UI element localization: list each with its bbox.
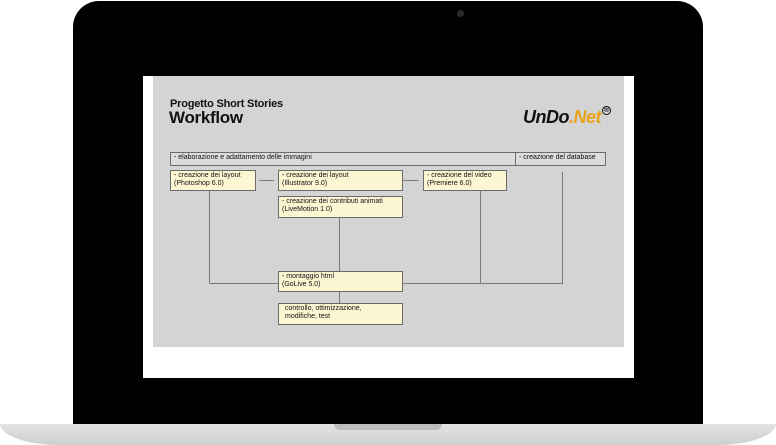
laptop-opening-notch — [334, 424, 442, 430]
slide-title: Progetto Short Stories — [170, 98, 283, 110]
box-layout-photoshop: - creazione dei layout (Photoshop 6.0) — [170, 170, 256, 191]
box-animated-livemotion-task: - creazione dei contributi animati — [282, 198, 383, 205]
workflow-slide: Progetto Short Stories Workflow UnDo.Net… — [153, 76, 624, 347]
box-html-golive-tool: (GoLive 5.0) — [282, 281, 321, 288]
box-html-golive: - montaggio html (GoLive 5.0) — [278, 271, 403, 292]
box-database: - creazione del database — [515, 152, 606, 166]
box-database-label: - creazione del database — [519, 154, 596, 161]
box-control-test: controllo, ottimizzazione, modifiche, te… — [278, 303, 403, 325]
box-video-premiere: - creazione del video (Premiere 6.0) — [423, 170, 507, 191]
box-animated-livemotion-tool: (LiveMotion 1.0) — [282, 206, 333, 213]
box-layout-illustrator-tool: (Illustrator 9.0) — [282, 180, 328, 187]
logo-main-text: UnDo — [523, 107, 570, 127]
workflow-connectors — [209, 172, 563, 303]
laptop-base — [0, 424, 776, 445]
box-layout-illustrator: - creazione dei layout (Illustrator 9.0) — [278, 170, 403, 191]
logo-net-text: .Net — [569, 107, 602, 127]
box-html-golive-task: - montaggio html — [282, 273, 335, 280]
webcam-icon — [457, 10, 464, 17]
logo-registered-mark: ® — [602, 106, 611, 115]
box-video-premiere-task: - creazione del video — [427, 172, 492, 179]
box-layout-photoshop-task: - creazione dei layout — [174, 172, 241, 179]
box-layout-illustrator-task: - creazione dei layout — [282, 172, 349, 179]
box-image-processing-label: - elaborazione e adattamento delle immag… — [174, 154, 312, 161]
slide-subtitle: Workflow — [169, 108, 243, 127]
box-control-test-line2: modifiche, test — [285, 313, 331, 320]
box-layout-photoshop-tool: (Photoshop 6.0) — [174, 180, 224, 187]
box-video-premiere-tool: (Premiere 6.0) — [427, 180, 472, 187]
box-animated-livemotion: - creazione dei contributi animati (Live… — [278, 196, 403, 218]
undo-net-logo: UnDo.Net® — [523, 106, 611, 128]
box-control-test-line1: controllo, ottimizzazione, — [285, 305, 362, 312]
box-image-processing: - elaborazione e adattamento delle immag… — [170, 152, 524, 166]
